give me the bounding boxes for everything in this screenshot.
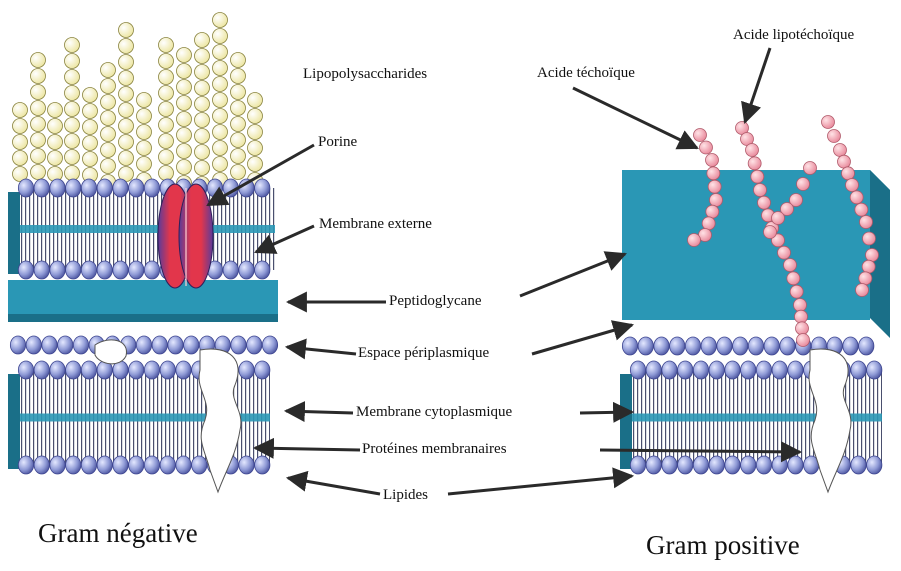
label-proteines-membranaires: Protéines membranaires	[362, 442, 507, 457]
label-espace-periplasmique: Espace périplasmique	[358, 346, 489, 361]
arrow-proteines-negative	[255, 448, 360, 450]
label-lipopolysaccharides: Lipopolysaccharides	[303, 67, 427, 82]
arrow-lipides-positive	[448, 476, 632, 494]
title-gram-positive: Gram positive	[646, 532, 800, 559]
arrow-lipides-negative	[288, 478, 380, 494]
porin	[158, 184, 213, 288]
label-porine: Porine	[318, 135, 357, 150]
peptidoglycan-negative	[8, 280, 278, 322]
periplasm-negative	[10, 336, 277, 354]
label-peptidoglycane: Peptidoglycane	[389, 294, 481, 309]
label-lipides: Lipides	[383, 488, 428, 503]
title-gram-negative: Gram négative	[38, 520, 198, 547]
label-acide-lipotechoique: Acide lipotéchoïque	[733, 28, 854, 43]
arrow-acide-lipotechoique	[745, 48, 770, 122]
arrow-acide-techoique	[573, 88, 697, 148]
arrow-periplasme-positive	[532, 325, 632, 354]
arrow-peptidoglycane-positive	[520, 254, 625, 296]
outer-membrane	[8, 179, 275, 279]
arrow-cytoplasmique-positive	[580, 412, 632, 413]
arrow-periplasme-negative	[287, 347, 356, 354]
periplasm-gap	[95, 340, 127, 364]
label-membrane-externe: Membrane externe	[319, 217, 432, 232]
arrow-proteines-positive	[600, 450, 800, 452]
label-acide-techoique: Acide téchoïque	[537, 66, 635, 81]
arrow-cytoplasmique-negative	[286, 411, 353, 413]
lps-chains	[13, 13, 263, 192]
label-membrane-cytoplasmique: Membrane cytoplasmique	[356, 405, 512, 420]
